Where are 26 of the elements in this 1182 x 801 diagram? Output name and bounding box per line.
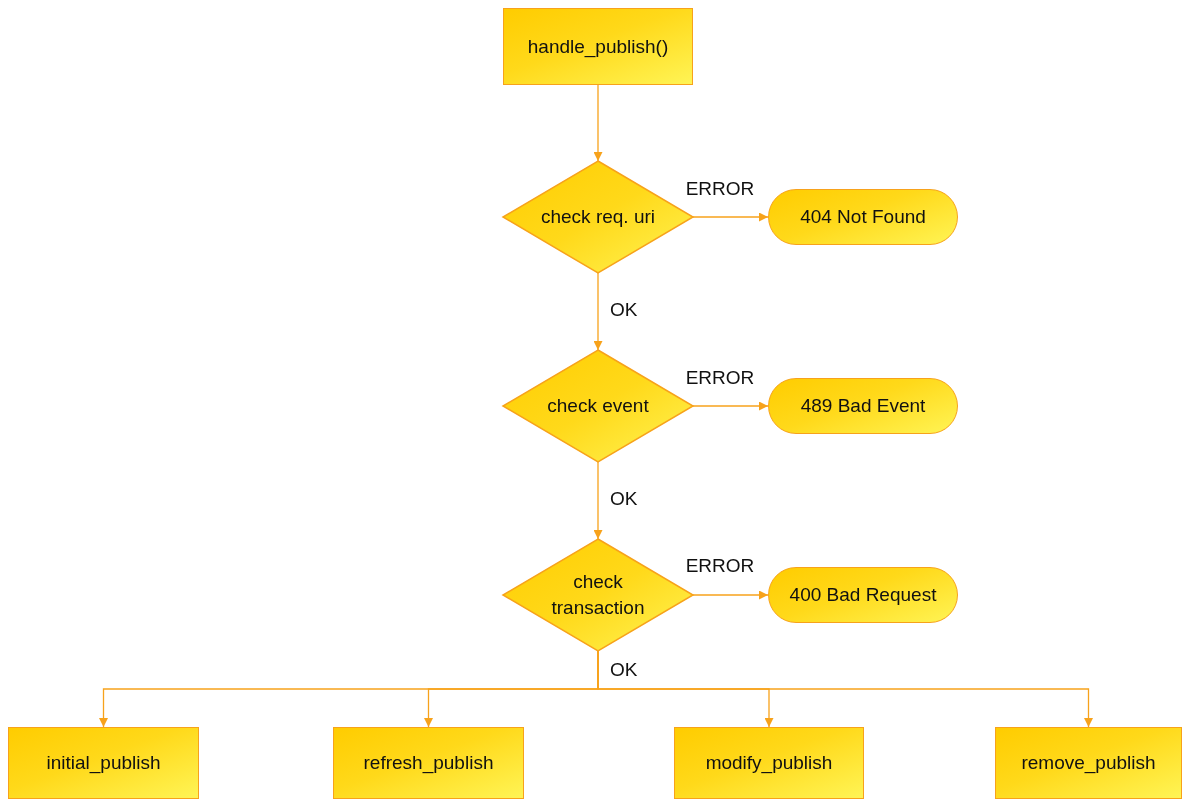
terminal-box (768, 189, 958, 245)
node-label: handle_publish() (527, 34, 669, 60)
process-box (8, 727, 199, 799)
process-box (333, 727, 524, 799)
node-label: remove_publish (1021, 751, 1156, 776)
node-label: 404 Not Found (800, 205, 926, 230)
arrow (692, 401, 769, 411)
node-label: 489 Bad Event (800, 394, 926, 419)
arrow (597, 650, 1093, 728)
arrow (692, 212, 769, 222)
node-label: check event (547, 394, 649, 419)
arrow (593, 461, 603, 540)
node-label: refresh_publish (363, 751, 494, 776)
terminal-box (768, 567, 958, 623)
node-label: modify_publish (705, 751, 833, 776)
process-box (674, 727, 864, 799)
process-box (995, 727, 1182, 799)
node-label: check transaction (550, 570, 646, 620)
node-label: initial_publish (46, 751, 161, 776)
arrow (593, 272, 603, 351)
node-label: 400 Bad Request (789, 583, 937, 608)
process-box (503, 8, 693, 85)
node-label: check req. uri (540, 205, 655, 230)
terminal-box (768, 378, 958, 434)
arrow (692, 590, 769, 600)
arrow (593, 84, 603, 162)
